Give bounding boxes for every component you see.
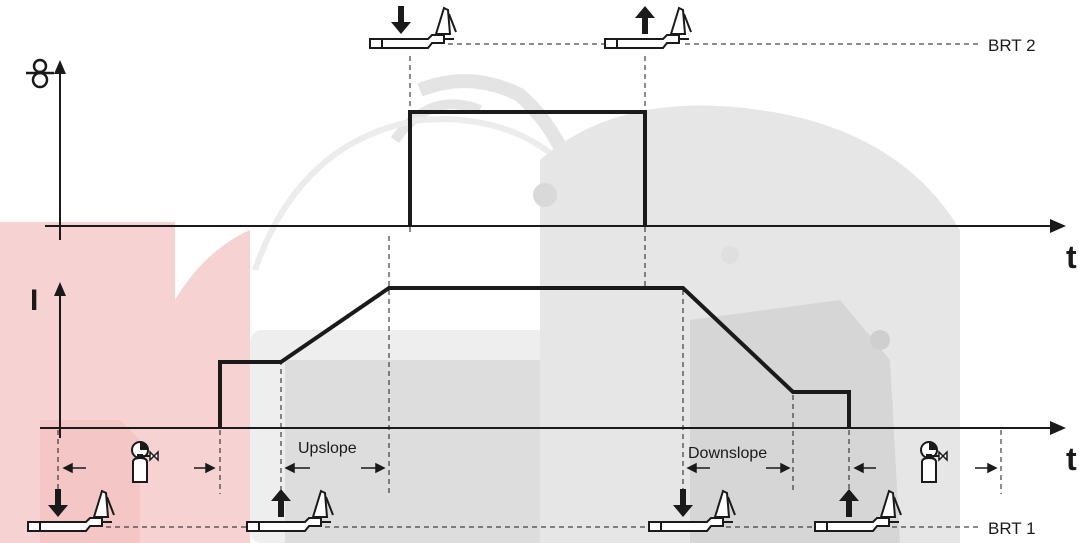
t-axis-label-top: t bbox=[1066, 239, 1077, 275]
brt2-label: BRT 2 bbox=[988, 36, 1036, 55]
torch-icon-brt2-release bbox=[605, 6, 691, 48]
current-axis-label: I bbox=[30, 284, 38, 317]
brt1-label: BRT 1 bbox=[988, 519, 1036, 538]
t-axis-bottom-arrowhead bbox=[1050, 421, 1066, 435]
t-axis-label-bottom: t bbox=[1066, 441, 1077, 477]
t-axis-top-arrowhead bbox=[1050, 219, 1066, 233]
downslope-label: Downslope bbox=[688, 445, 767, 462]
theta-axis-arrowhead bbox=[54, 60, 66, 74]
torch-icon-brt2-press bbox=[370, 6, 456, 48]
upslope-label: Upslope bbox=[298, 440, 357, 457]
theta-symbol-icon bbox=[26, 60, 54, 87]
